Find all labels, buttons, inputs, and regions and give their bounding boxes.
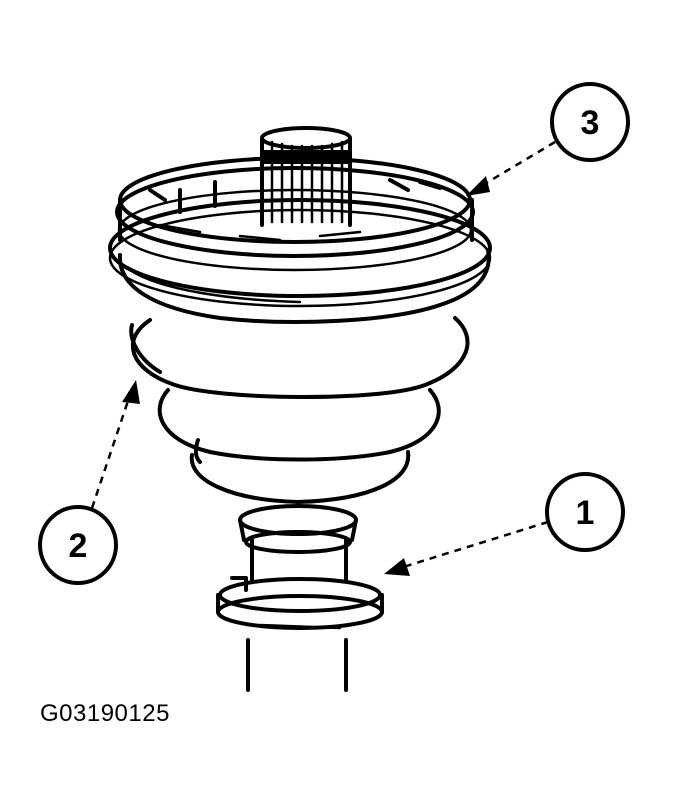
callout-2-number: 2	[69, 527, 88, 565]
axle-shaft	[246, 538, 348, 692]
callout-1-number: 1	[576, 494, 595, 532]
callout-1: 1	[384, 472, 625, 576]
callout-2: 2	[38, 380, 140, 585]
figure-id-label: G03190125	[40, 700, 170, 727]
callout-3-number: 3	[581, 104, 600, 142]
splined-stub	[260, 126, 352, 227]
boot	[108, 198, 492, 504]
boot-neck	[238, 504, 358, 554]
callout-3: 3	[466, 82, 630, 196]
clamp	[216, 576, 384, 630]
